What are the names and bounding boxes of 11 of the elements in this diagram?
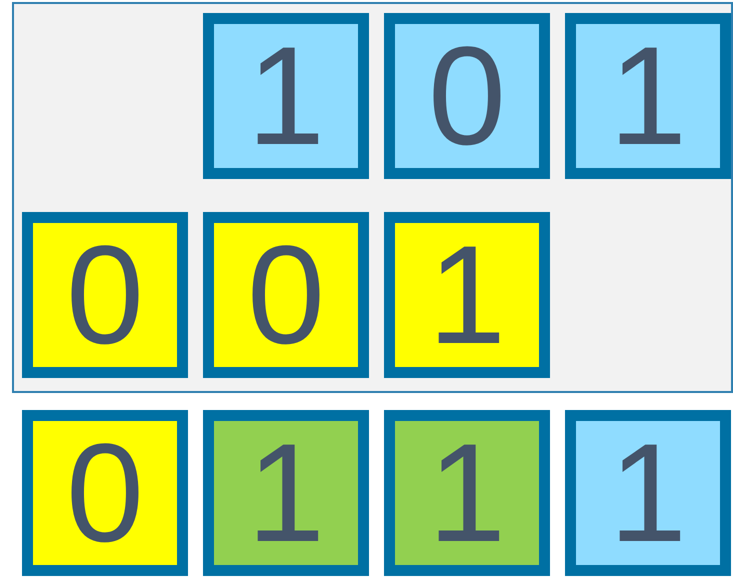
- digit-tile: 1: [203, 410, 369, 576]
- digit-tile: 1: [384, 410, 550, 576]
- digit-tile: 1: [565, 410, 731, 576]
- panel-background: [12, 2, 733, 393]
- digit-tile: 1: [203, 13, 369, 179]
- digit-tile: 0: [384, 13, 550, 179]
- digit-tile: 1: [565, 13, 731, 179]
- digit-tile: 0: [22, 410, 188, 576]
- digit-tile: 0: [22, 212, 188, 378]
- digit-tile: 1: [384, 212, 550, 378]
- digit-tile: 0: [203, 212, 369, 378]
